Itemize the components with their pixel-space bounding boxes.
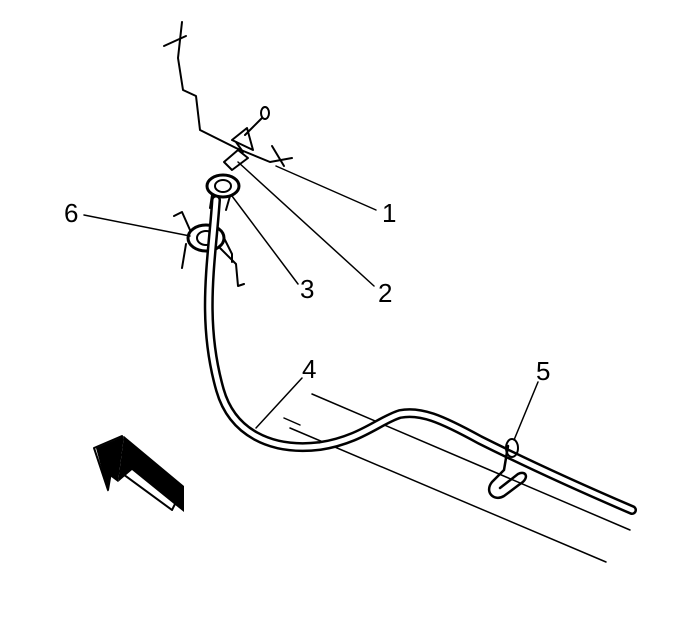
brake-cable [203,195,637,515]
callout-3: 3 [300,274,314,304]
rail-retaining-clip [487,438,528,499]
callout-5: 5 [536,356,550,386]
callout-1: 1 [382,198,396,228]
arrow-left-icon [93,435,184,512]
cable-end-fitting [223,106,270,171]
callout-6: 6 [64,198,78,228]
leader-lines [83,161,539,441]
body-floor-outline [163,21,293,167]
frame-rail-lines [283,393,631,563]
callout-4: 4 [302,354,316,384]
callout-2: 2 [378,278,392,308]
cable-clip [173,211,245,287]
